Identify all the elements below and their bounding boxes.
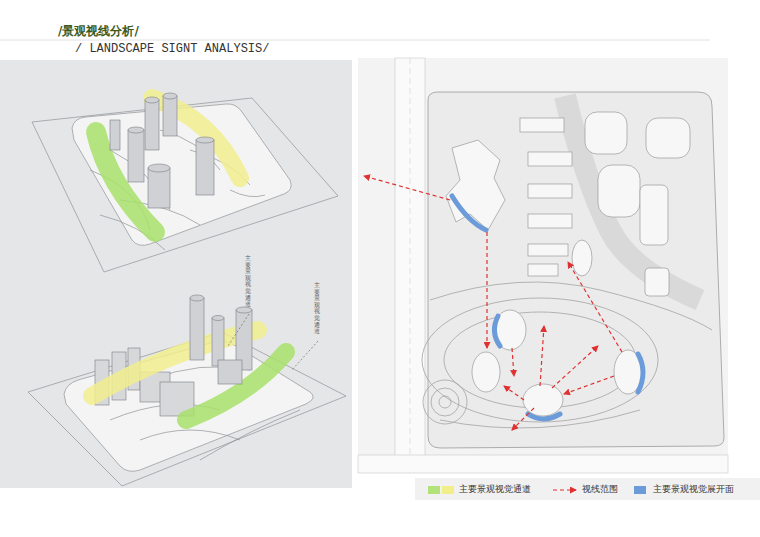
page-title: /景观视线分析/ [58, 24, 139, 38]
legend-text: 主要景观视觉通道 [459, 483, 531, 496]
illustration-shape [128, 127, 144, 133]
illustration-shape [145, 97, 159, 103]
illustration-shape [145, 100, 159, 150]
illustration-shape [486, 232, 487, 348]
illustration-shape [423, 380, 467, 424]
illustration-shape [442, 486, 454, 494]
illustration-shape [0, 40, 710, 41]
callout-label: 主要景观视觉通道 [245, 255, 251, 308]
illustration-shape [528, 184, 572, 198]
illustration-shape [472, 352, 500, 392]
illustration-shape [552, 346, 598, 388]
illustration-shape [528, 152, 572, 166]
illustration-shape [565, 96, 700, 300]
illustration-shape [540, 326, 544, 386]
illustration-shape [422, 282, 712, 428]
illustration-shape [452, 196, 486, 230]
illustration-shape [504, 386, 524, 400]
illustration-shape [528, 214, 572, 228]
illustration-shape [236, 307, 252, 313]
illustration-shape [128, 130, 144, 182]
illustration-shape [422, 298, 658, 422]
illustration-shape [523, 384, 563, 416]
illustration-shape [64, 342, 313, 472]
illustration-shape [431, 388, 459, 416]
illustration-shape [196, 140, 214, 195]
illustration-shape [645, 268, 669, 296]
illustration-shape [472, 310, 642, 416]
illustration-shape [528, 414, 560, 419]
illustration-shape [494, 316, 500, 346]
illustration-shape [512, 408, 534, 430]
callout-label: 主要景观视觉通道 [314, 282, 320, 335]
illustration-shape [72, 104, 291, 245]
illustration-shape [364, 176, 450, 200]
illustration-shape [553, 489, 576, 490]
illustration-shape [228, 314, 249, 346]
illustration-shape [190, 298, 204, 360]
illustration-shape [520, 118, 564, 132]
illustration-shape [568, 262, 622, 352]
illustration-shape [494, 310, 526, 350]
illustration-shape [163, 96, 177, 136]
illustration-shape [640, 185, 668, 245]
illustration-shape [638, 354, 643, 392]
illustration-shape [186, 352, 286, 420]
illustration-shape [446, 112, 690, 296]
illustration-shape [428, 92, 724, 448]
illustration-shape [528, 244, 568, 256]
legend-swatch [428, 486, 440, 494]
illustration-shape [212, 316, 224, 321]
illustration-shape [212, 318, 224, 366]
illustration-shape [163, 93, 177, 99]
illustration-shape [452, 196, 643, 419]
illustration-shape [446, 140, 505, 230]
illustration-shape [528, 264, 558, 276]
illustration-shape [32, 98, 338, 272]
illustration-shape [415, 478, 760, 500]
illustration-shape [196, 137, 214, 143]
illustration-shape [564, 376, 614, 394]
illustration-shape [110, 93, 214, 208]
illustration-shape [512, 348, 514, 376]
page-subtitle: / LANDSCAPE SIGNT ANALYSIS/ [75, 42, 269, 56]
illustration-shape [430, 282, 712, 330]
illustration-shape [0, 60, 352, 488]
illustration-shape [292, 341, 318, 370]
illustration-shape [439, 396, 451, 408]
illustration-shape [358, 58, 728, 458]
illustration-shape [32, 98, 338, 272]
illustration-shape [364, 176, 622, 430]
illustration-shape [585, 112, 627, 154]
illustration-shape [410, 58, 411, 458]
illustration-shape [148, 168, 170, 208]
illustration-shape [572, 240, 592, 276]
illustration-shape [358, 455, 728, 473]
illustration-shape [190, 295, 252, 384]
legend-text: 视线范围 [582, 483, 618, 496]
illustration-shape [92, 330, 258, 396]
illustration-shape [190, 295, 204, 301]
illustration-shape [218, 360, 242, 384]
illustration-shape [598, 165, 640, 217]
illustration-shape [148, 164, 170, 172]
legend-text: 主要景观视觉展开面 [653, 483, 734, 496]
illustration-shape [395, 58, 425, 458]
legend-swatch [634, 486, 646, 494]
illustration-shape [646, 118, 690, 158]
illustration-shape [614, 350, 642, 394]
illustration-shape [110, 120, 120, 150]
